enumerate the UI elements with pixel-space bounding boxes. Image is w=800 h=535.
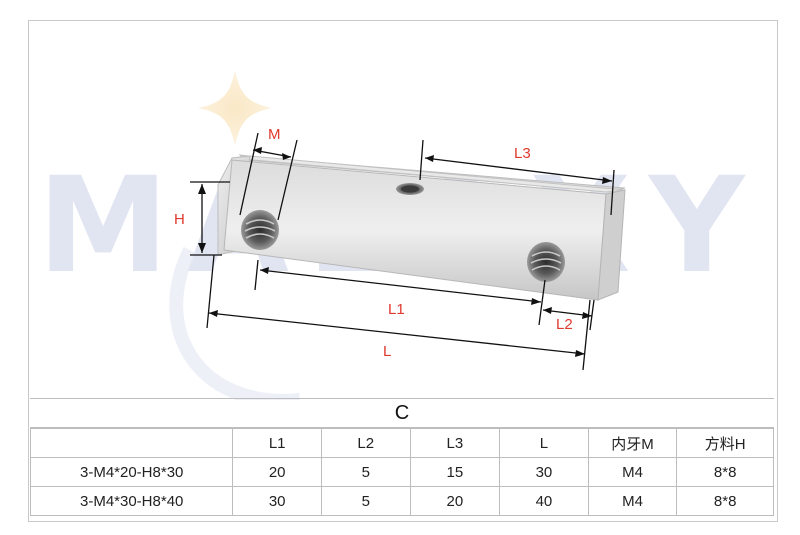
cell-l1: 30 — [232, 486, 322, 516]
table-caption: C — [30, 398, 774, 428]
cell-thread: M4 — [587, 457, 678, 487]
header-l: L — [499, 428, 589, 458]
header-stock: 方料H — [676, 428, 774, 458]
cell-model: 3-M4*20-H8*30 — [29, 457, 234, 487]
cell-l3: 20 — [409, 486, 501, 516]
cell-stock: 8*8 — [676, 486, 774, 516]
left-threaded-hole — [241, 210, 279, 250]
dim-label-l3: L3 — [514, 145, 531, 162]
sparkle-icon — [198, 70, 272, 146]
dimension-arrowheads — [198, 147, 612, 357]
header-l1: L1 — [232, 428, 322, 458]
dim-label-l2: L2 — [556, 316, 573, 333]
dim-label-m: M — [268, 126, 281, 143]
dim-label-l: L — [383, 343, 391, 360]
table-row: 3-M4*20-H8*30 20 5 15 30 M4 8*8 — [29, 457, 774, 487]
threaded-bar-illustration — [217, 154, 626, 301]
cell-l1: 20 — [232, 457, 322, 487]
cell-l: 40 — [499, 486, 589, 516]
cell-l3: 15 — [409, 457, 501, 487]
right-threaded-hole — [527, 242, 565, 282]
dim-label-l1: L1 — [388, 301, 405, 318]
header-thread: 内牙M — [587, 428, 678, 458]
table-header-row: L1 L2 L3 L 内牙M 方料H — [29, 428, 774, 458]
cell-l2: 5 — [320, 486, 411, 516]
table-row: 3-M4*30-H8*40 30 5 20 40 M4 8*8 — [29, 486, 774, 516]
product-drawing: M H L3 L1 L2 L — [169, 70, 626, 400]
cell-stock: 8*8 — [676, 457, 774, 487]
cell-model: 3-M4*30-H8*40 — [29, 486, 234, 516]
header-l2: L2 — [320, 428, 411, 458]
cell-thread: M4 — [587, 486, 678, 516]
spec-table: L1 L2 L3 L 内牙M 方料H 3-M4*20-H8*30 20 5 15… — [29, 428, 774, 516]
header-model — [29, 428, 234, 458]
header-l3: L3 — [409, 428, 501, 458]
cell-l2: 5 — [320, 457, 411, 487]
cell-l: 30 — [499, 457, 589, 487]
watermark-arc — [169, 246, 300, 400]
dim-label-h: H — [174, 211, 185, 228]
